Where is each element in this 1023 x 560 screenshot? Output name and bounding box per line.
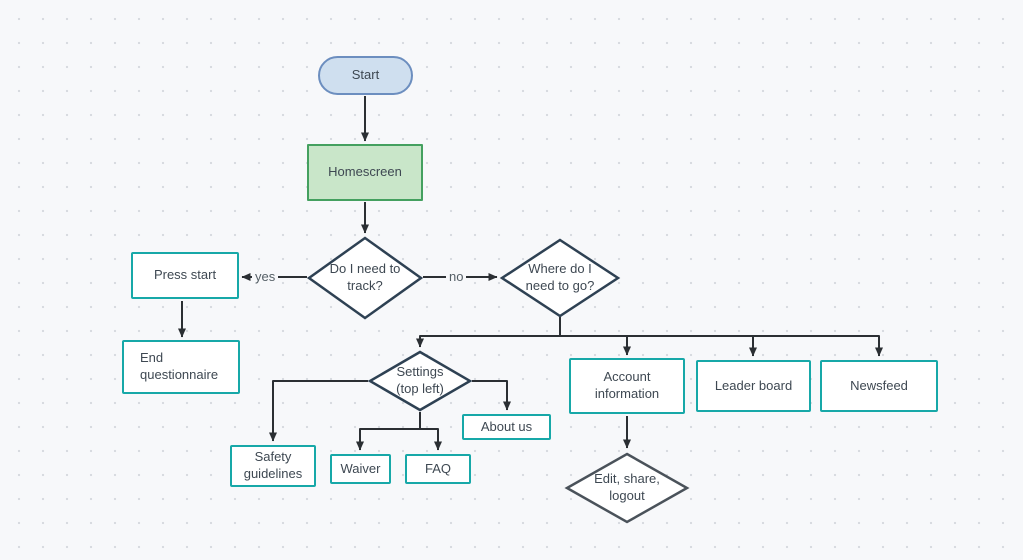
connector-where-account[interactable]: [560, 335, 631, 356]
node-decision-where-label: Where do I need to go?: [525, 261, 595, 293]
node-newsfeed[interactable]: Newsfeed: [820, 360, 938, 412]
diamond-shape: [499, 238, 621, 318]
node-waiver-label: Waiver: [340, 460, 381, 476]
node-account-information-label: Account information: [594, 369, 660, 401]
node-faq[interactable]: FAQ: [405, 454, 471, 484]
node-decision-where[interactable]: Where do I need to go?: [499, 238, 621, 318]
connector-where-newsfeed[interactable]: [560, 335, 883, 357]
node-about-us-label: About us: [480, 418, 533, 434]
node-decision-settings[interactable]: Settings (top left): [367, 350, 473, 412]
node-end-questionnaire-label: End questionnaire: [140, 350, 219, 382]
connector-settings-waiver[interactable]: [356, 428, 420, 451]
node-homescreen-label: Homescreen: [328, 164, 402, 180]
node-end-questionnaire[interactable]: End questionnaire: [122, 340, 240, 394]
node-start[interactable]: Start: [318, 56, 413, 95]
connector-settings-about-us[interactable]: [472, 380, 511, 411]
node-decision-track-label: Do I need to track?: [329, 261, 401, 293]
diamond-shape: [367, 350, 473, 412]
connector-settings-safety[interactable]: [269, 380, 368, 442]
connector-settings-faq[interactable]: [420, 428, 442, 451]
node-safety-guidelines[interactable]: Safety guidelines: [230, 445, 316, 487]
node-decision-settings-label: Settings (top left): [396, 364, 444, 396]
connector-where-settings[interactable]: [416, 335, 560, 348]
node-about-us[interactable]: About us: [462, 414, 551, 440]
diamond-shape: [306, 236, 424, 320]
node-leader-board[interactable]: Leader board: [696, 360, 811, 412]
node-decision-track[interactable]: Do I need to track?: [306, 236, 424, 320]
node-waiver[interactable]: Waiver: [330, 454, 391, 484]
node-safety-guidelines-label: Safety guidelines: [243, 449, 303, 481]
connector-where-leaderboard[interactable]: [560, 335, 757, 357]
node-press-start[interactable]: Press start: [131, 252, 239, 299]
node-decision-edit-share-logout[interactable]: Edit, share, logout: [564, 452, 690, 524]
node-decision-edit-share-logout-label: Edit, share, logout: [594, 471, 660, 503]
edge-label-no: no: [446, 269, 467, 285]
diamond-shape: [564, 452, 690, 524]
node-homescreen[interactable]: Homescreen: [307, 144, 423, 201]
node-newsfeed-label: Newsfeed: [850, 377, 908, 393]
node-leader-board-label: Leader board: [714, 377, 793, 393]
node-press-start-label: Press start: [153, 267, 217, 283]
node-account-information[interactable]: Account information: [569, 358, 685, 414]
edge-label-yes: yes: [252, 269, 279, 285]
node-faq-label: FAQ: [424, 460, 451, 476]
node-start-label: Start: [351, 67, 380, 83]
